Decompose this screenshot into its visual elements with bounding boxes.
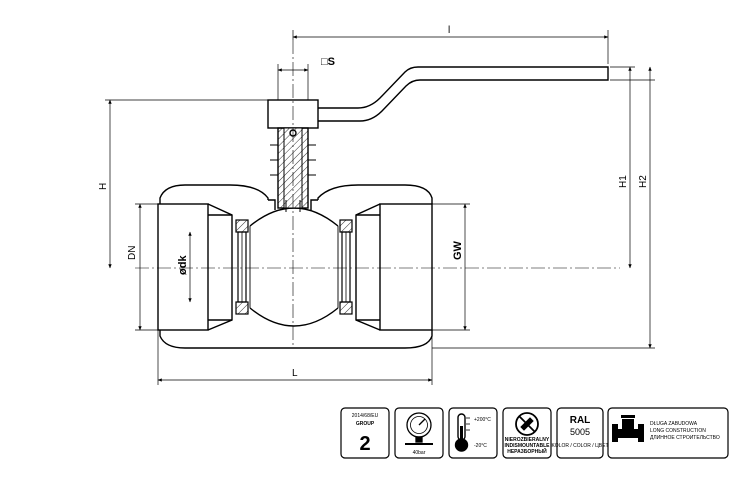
lever-handle xyxy=(318,66,609,122)
dim-label-body-length: L xyxy=(292,368,298,379)
group-directive: 2014/68/EU xyxy=(352,413,379,419)
dim-label-ball-bore: ødk xyxy=(177,255,189,275)
dim-label-height: H xyxy=(98,183,109,190)
pressure-value: 40bar xyxy=(413,450,426,456)
temperature-max: +200°C xyxy=(474,417,491,423)
ral-caption: KOLOR / COLOR / ЦВЕТ xyxy=(551,443,608,449)
dim-label-h2: H2 xyxy=(638,175,649,188)
centerlines xyxy=(135,40,620,345)
dim-label-h1: H1 xyxy=(618,175,629,188)
long-valve-icon xyxy=(612,415,644,442)
temperature-badge: +200°C -20°C xyxy=(448,407,498,459)
ral-code: 5005 xyxy=(570,427,590,437)
dim-label-dn: DN xyxy=(127,246,138,260)
thermometer-icon xyxy=(454,413,470,452)
pressure-gauge-icon xyxy=(405,412,433,445)
group-label: GROUP xyxy=(356,421,375,427)
dimension-lines xyxy=(105,30,655,385)
construction-line-1: DŁUGA ZABUDOWA xyxy=(650,421,698,427)
ral-label: RAL xyxy=(570,415,591,426)
group-badge: 2014/68/EU GROUP 2 xyxy=(340,407,390,459)
non-removable-badge: NIEROZBIERALNY INDISMOUNTABLE НЕРАЗБОРНЫ… xyxy=(502,407,552,459)
no-disassembly-icon xyxy=(515,412,539,436)
valve-body xyxy=(157,184,433,349)
group-value: 2 xyxy=(359,433,370,455)
construction-line-3: ДЛИННОЕ СТРОИТЕЛЬСТВО xyxy=(650,435,720,441)
non-removable-line-1: NIEROZBIERALNY xyxy=(505,437,550,443)
construction-badge: DŁUGA ZABUDOWA LONG CONSTRUCTION ДЛИННОЕ… xyxy=(607,407,729,459)
non-removable-line-2: INDISMOUNTABLE xyxy=(505,443,551,449)
temperature-min: -20°C xyxy=(474,443,487,449)
dim-label-lever-length: l xyxy=(448,25,450,36)
non-removable-line-3: НЕРАЗБОРНЫЙ xyxy=(507,447,547,455)
construction-line-2: LONG CONSTRUCTION xyxy=(650,428,706,434)
ral-color-badge: RAL 5005 KOLOR / COLOR / ЦВЕТ xyxy=(551,407,609,459)
pressure-badge: 40bar xyxy=(394,407,444,459)
dim-label-thread: GW xyxy=(452,240,464,260)
valve-seats xyxy=(235,219,353,315)
badges-row: 2014/68/EU GROUP 2 40bar xyxy=(340,407,729,459)
dim-label-stem-square: □S xyxy=(321,56,335,68)
